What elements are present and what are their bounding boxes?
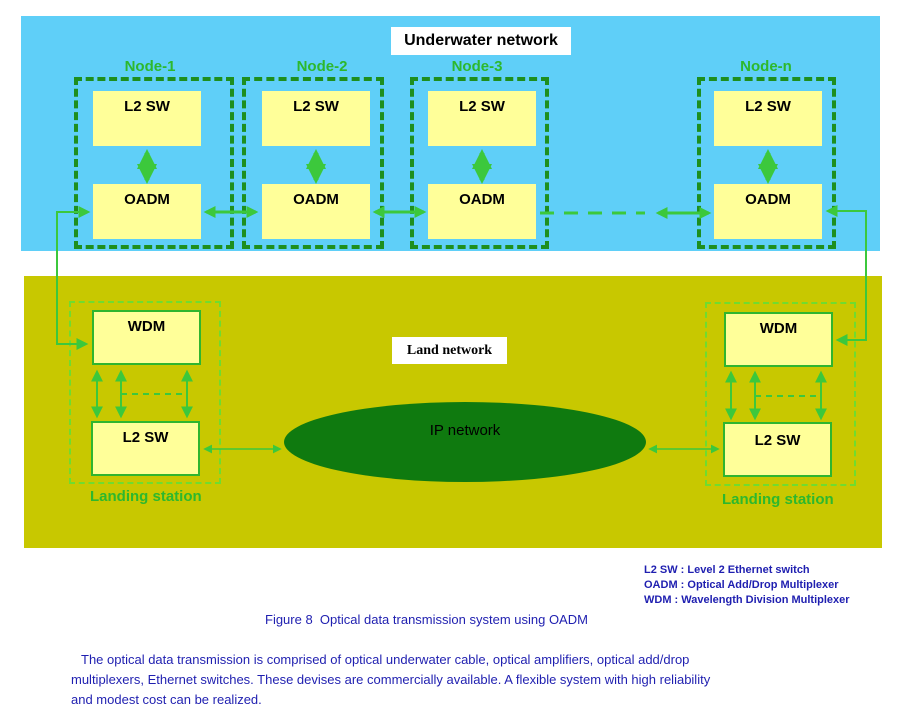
paragraph-line-3: and modest cost can be realized. bbox=[71, 692, 262, 707]
node-2-label: Node-2 bbox=[296, 58, 348, 75]
landing-station-right-label: Landing station bbox=[722, 491, 834, 508]
paragraph-line-2: multiplexers, Ethernet switches. These d… bbox=[71, 672, 711, 687]
legend-l2sw: L2 SW : Level 2 Ethernet switch bbox=[644, 564, 810, 576]
figure-caption: Figure 8 Optical data transmission syste… bbox=[265, 612, 588, 627]
landing-station-left-label: Landing station bbox=[90, 488, 202, 505]
description-paragraph: The optical data transmission is compris… bbox=[71, 650, 901, 710]
left-cable bbox=[56, 206, 91, 350]
legend-wdm: WDM : Wavelength Division Multiplexer bbox=[644, 594, 850, 606]
ip-network-cloud bbox=[284, 402, 646, 482]
legend-oadm: OADM : Optical Add/Drop Multiplexer bbox=[644, 579, 839, 591]
legend: L2 SW : Level 2 Ethernet switch OADM : O… bbox=[644, 563, 850, 608]
land-network-title: Land network bbox=[392, 337, 507, 364]
landing-right-wdm: WDM bbox=[724, 312, 833, 367]
node-3-l2-switch: L2 SW bbox=[428, 91, 536, 146]
node-1-l2-switch: L2 SW bbox=[93, 91, 201, 146]
node-1-box bbox=[74, 77, 234, 249]
node-2-l2-switch: L2 SW bbox=[262, 91, 370, 146]
node-2-oadm: OADM bbox=[262, 184, 370, 239]
landing-station-left-box bbox=[69, 301, 221, 484]
paragraph-line-1: The optical data transmission is compris… bbox=[81, 652, 690, 667]
landing-right-l2-switch: L2 SW bbox=[723, 422, 832, 477]
node-2-box bbox=[242, 77, 384, 249]
landing-station-right-box bbox=[705, 302, 856, 486]
node-3-box bbox=[410, 77, 549, 249]
node-n-oadm: OADM bbox=[714, 184, 822, 239]
landing-left-wdm: WDM bbox=[92, 310, 201, 365]
node-1-label: Node-1 bbox=[124, 58, 176, 75]
right-cable bbox=[825, 205, 867, 346]
landing-left-l2-switch: L2 SW bbox=[91, 421, 200, 476]
node-3-oadm: OADM bbox=[428, 184, 536, 239]
node-1-oadm: OADM bbox=[93, 184, 201, 239]
node-n-label: Node-n bbox=[740, 58, 792, 75]
node-n-box bbox=[697, 77, 836, 249]
node-3-label: Node-3 bbox=[451, 58, 503, 75]
node-n-l2-switch: L2 SW bbox=[714, 91, 822, 146]
underwater-network-title: Underwater network bbox=[391, 27, 571, 55]
ip-network-label: IP network bbox=[429, 422, 501, 439]
